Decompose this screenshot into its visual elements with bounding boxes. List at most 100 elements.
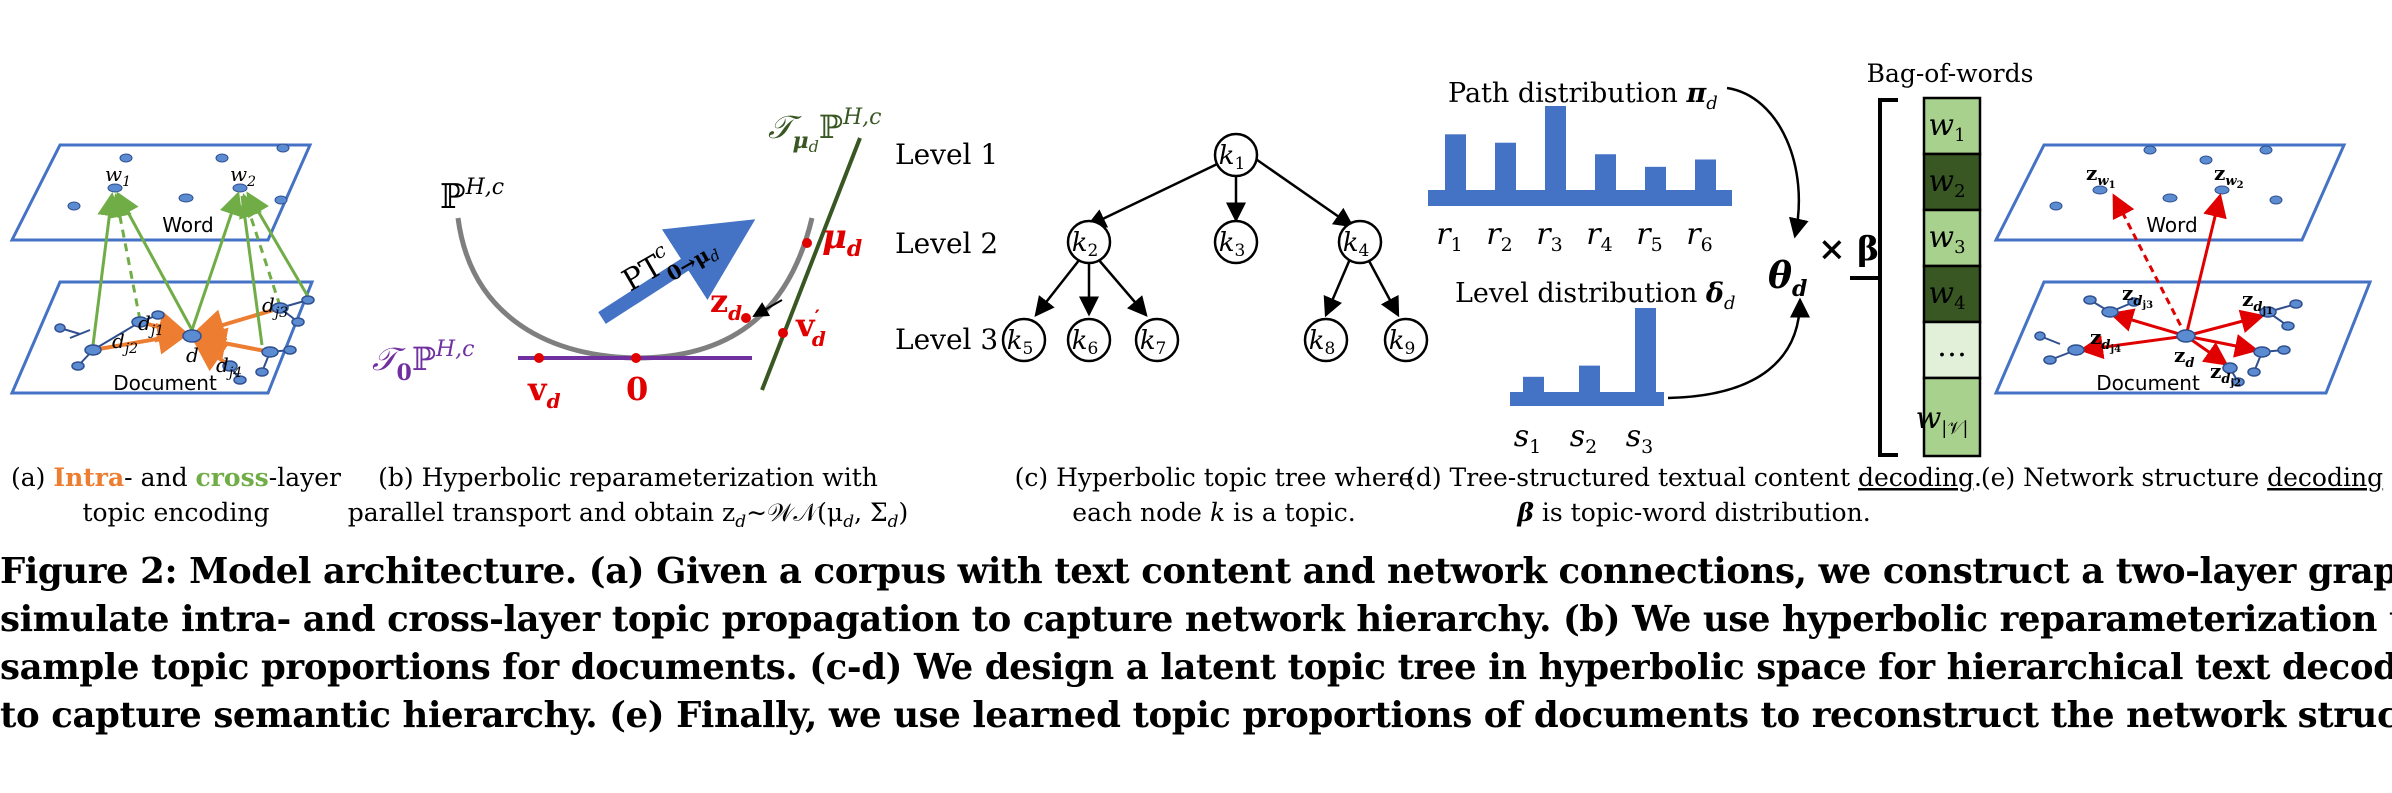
bar-s2 — [1579, 365, 1600, 394]
bar-label-r4: r4 — [1586, 217, 1612, 256]
path-bars-baseline — [1428, 190, 1732, 206]
zd-to-vprime-arrow — [752, 299, 783, 317]
caption-line-1: Figure 2: Model architecture. (a) Given … — [0, 551, 2392, 592]
v-d-point — [534, 353, 544, 363]
mu-d-label: μd — [822, 217, 862, 262]
panel-c: Level 1 Level 2 Level 3 k1 k2 — [895, 132, 1429, 527]
bar-label-r3: r3 — [1536, 217, 1562, 256]
zdj1-label: zdj1 — [2242, 287, 2273, 317]
bar-label-r6: r6 — [1686, 217, 1712, 256]
bar-r5 — [1645, 166, 1666, 192]
cross-layer-arrows — [91, 191, 312, 346]
bar-label-s3: s3 — [1626, 419, 1654, 458]
w2-label: w2 — [230, 162, 256, 190]
panel-d-caption-line1: (d) Tree-structured textual content deco… — [1406, 463, 1982, 492]
parallel-transport-arrow — [598, 219, 756, 324]
node-k6: k6 — [1072, 326, 1099, 359]
bow-w3: w3 — [1928, 220, 1965, 258]
path-to-theta-arrow — [1726, 86, 1809, 239]
bar-s3 — [1635, 308, 1656, 394]
bar-label-r5: r5 — [1636, 217, 1662, 256]
tangent-origin-label: 𝒯0ℙH,c — [372, 337, 474, 386]
bar-label-s2: s2 — [1570, 419, 1598, 458]
panel-e: Word Document — [1981, 143, 2383, 492]
tangent-space-mu — [760, 137, 862, 391]
bar-label-r1: r1 — [1436, 217, 1462, 256]
panel-a-caption-line2: topic encoding — [82, 498, 269, 527]
bag-of-words-title: Bag-of-words — [1867, 59, 2034, 88]
zdj3-label: zdj3 — [2122, 281, 2153, 311]
tree-nodes — [1001, 132, 1429, 363]
level-distribution-bars — [1523, 308, 1656, 394]
origin-point — [631, 353, 641, 363]
document-nodes — [54, 295, 315, 385]
caption-line-2: simulate intra- and cross-layer topic pr… — [0, 599, 2392, 640]
word-plane-label: Word — [162, 213, 213, 237]
bar-r1 — [1445, 134, 1466, 192]
node-k3: k3 — [1219, 228, 1246, 261]
zw2-label: zw2 — [2214, 161, 2244, 191]
word-nodes-e — [2049, 145, 2283, 211]
word-plane — [9, 143, 313, 242]
level-to-theta-arrow — [1667, 297, 1810, 400]
document-nodes-e — [2034, 295, 2303, 387]
level-distribution-labels: s1 s2 s3 — [1514, 419, 1654, 458]
z-d-label: zd — [710, 282, 742, 325]
bar-r3 — [1545, 106, 1566, 192]
document-plane-label: Document — [113, 371, 217, 395]
theta-d-label: θd — [1768, 255, 1807, 302]
w1-label: w1 — [105, 162, 131, 190]
word-plane-e — [1993, 143, 2347, 242]
path-distribution-title: Path distribution πd — [1448, 78, 1718, 114]
document-plane — [9, 280, 315, 395]
node-k7: k7 — [1140, 326, 1167, 359]
d-label: d — [186, 343, 199, 367]
panel-a-caption-line1: (a) Intra- and cross-layer — [11, 463, 341, 492]
node-k1: k1 — [1219, 141, 1246, 174]
panel-d-caption-line2: β is topic-word distribution. — [1516, 498, 1870, 527]
origin-label: 0 — [626, 370, 648, 408]
v-d-prime-point — [778, 328, 788, 338]
times-beta-label: × β — [1818, 229, 1879, 268]
document-plane-label-e: Document — [2096, 371, 2200, 395]
document-plane-e — [1993, 280, 2373, 395]
bar-s1 — [1523, 376, 1544, 394]
bag-of-words-brace — [1850, 98, 1898, 457]
dj2-label: dj2 — [112, 329, 138, 357]
panel-c-caption-line2: each node k is a topic. — [1072, 498, 1355, 527]
bar-label-s1: s1 — [1514, 419, 1542, 458]
level-2-label: Level 2 — [895, 227, 998, 260]
node-k2: k2 — [1072, 228, 1099, 261]
dj4-label: dj4 — [216, 353, 242, 381]
level-bars-baseline — [1510, 392, 1664, 406]
level-1-label: Level 1 — [895, 138, 998, 171]
zw1-label: zw1 — [2086, 161, 2116, 191]
dj1-label: dj1 — [138, 311, 164, 339]
tangent-mu-label: 𝒯μdℙH,c — [768, 105, 881, 156]
zdj4-label: zdj4 — [2090, 325, 2121, 355]
dj3-label: dj3 — [262, 293, 288, 321]
path-distribution-bars — [1445, 106, 1716, 192]
bar-label-r2: r2 — [1486, 217, 1512, 256]
panel-b: ℙH,c 𝒯0ℙH,c 𝒯μdℙH,c PTc0→μd μd zd v′d vd… — [348, 105, 909, 532]
caption-line-4: to capture semantic hierarchy. (e) Final… — [0, 695, 2392, 736]
z-d-point — [741, 313, 751, 323]
zd-label-e: zd — [2174, 343, 2194, 371]
panel-b-caption-line1: (b) Hyperbolic reparameterization with — [378, 463, 878, 492]
bow-w1: w1 — [1928, 108, 1965, 146]
panel-c-caption-line1: (c) Hyperbolic topic tree where — [1015, 463, 1414, 492]
bow-ellipsis: … — [1937, 329, 1967, 364]
mu-d-point — [802, 238, 812, 248]
tree-edges — [1034, 153, 1400, 318]
figure-caption: Figure 2: Model architecture. (a) Given … — [0, 548, 2392, 740]
panel-b-caption-line2: parallel transport and obtain zd∼𝒲𝒩(μd, … — [348, 498, 909, 532]
panel-e-caption-line1: (e) Network structure decoding — [1981, 463, 2383, 492]
decoding-arrows — [2079, 193, 2265, 366]
bar-r6 — [1695, 159, 1716, 192]
level-3-label: Level 3 — [895, 323, 998, 356]
bow-w2: w2 — [1928, 164, 1965, 202]
v-d-label: vd — [527, 370, 561, 413]
bow-w4: w4 — [1928, 276, 1965, 314]
path-distribution-labels: r1 r2 r3 r4 r5 r6 — [1436, 217, 1712, 256]
